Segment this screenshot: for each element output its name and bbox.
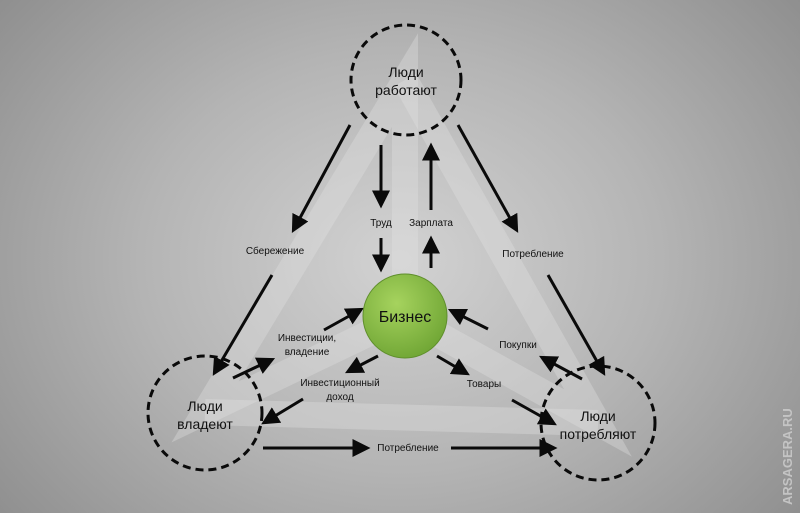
labor-label: Труд — [370, 218, 392, 229]
node-business: Бизнес — [362, 273, 448, 359]
purchases-arrow-2 — [447, 308, 489, 331]
node-label: Люди — [187, 398, 222, 414]
investment-income-arrow-2 — [261, 397, 304, 425]
purchases-label: Покупки — [499, 340, 537, 351]
investment-arrow-1 — [232, 357, 276, 380]
node-people-work: Люди работают — [349, 23, 463, 137]
goods-label: Товары — [467, 379, 501, 390]
savings-arrow-1 — [291, 124, 352, 233]
node-people-consume: Люди потребляют — [539, 364, 657, 482]
consumption-right-arrow-2 — [546, 274, 606, 376]
savings-label: Сбережение — [246, 245, 305, 257]
goods-arrow-1 — [436, 354, 470, 376]
flow-labels: Труд Зарплата Сбережение Потребление Инв… — [246, 218, 564, 454]
savings-arrow-2 — [212, 274, 274, 376]
node-label: владеют — [177, 416, 233, 432]
consumption-bottom-label: Потребление — [377, 442, 439, 454]
goods-arrow-2 — [511, 398, 557, 426]
node-label: работают — [375, 82, 437, 98]
node-label: Бизнес — [379, 309, 432, 326]
investment-income-label: Инвестиционный — [300, 378, 379, 389]
salary-label: Зарплата — [409, 218, 453, 229]
consumption-right-arrow-1 — [456, 124, 519, 233]
arrows — [212, 124, 606, 457]
purchases-arrow-1 — [539, 355, 583, 381]
node-label: Люди — [388, 64, 423, 80]
node-label: Люди — [580, 408, 615, 424]
node-people-own: Люди владеют — [146, 354, 264, 472]
investment-arrow-2 — [323, 307, 364, 332]
watermark: ARSAGERA.RU — [780, 408, 795, 505]
investment-income-label: доход — [326, 392, 354, 403]
investment-label: владение — [285, 347, 330, 358]
investment-label: Инвестиции, — [278, 333, 336, 344]
node-label: потребляют — [560, 426, 637, 442]
investment-income-arrow-1 — [345, 354, 379, 374]
consumption-right-label: Потребление — [502, 248, 564, 260]
